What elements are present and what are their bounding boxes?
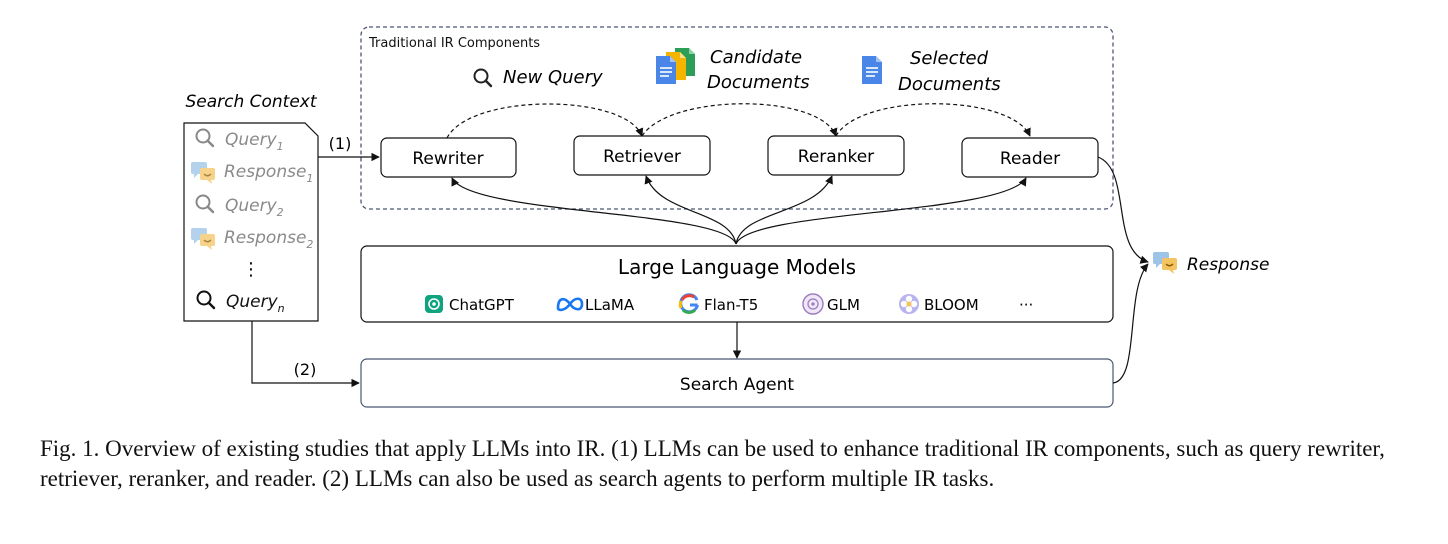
chatgpt-icon — [425, 295, 443, 313]
reader-to-response-arrow — [1097, 156, 1149, 264]
model-llama: LLaMA — [585, 296, 635, 314]
traditional-ir-region — [360, 26, 1114, 210]
llm-to-reader-arrow — [735, 177, 1027, 245]
search-context-title: Search Context — [185, 92, 317, 112]
figure-caption: Fig. 1. Overview of existing studies tha… — [40, 436, 1385, 491]
traditional-ir-label: Traditional IR Components — [368, 36, 540, 51]
context-query-2: Query2 — [225, 196, 284, 219]
agent-to-response-arrow — [1112, 263, 1149, 384]
llm-ir-diagram: Traditional IR Components New Query Cand… — [183, 26, 1269, 408]
bloom-icon — [899, 294, 919, 314]
selected-documents-label-line2: Documents — [898, 74, 1001, 95]
context-to-agent-arrow — [251, 321, 360, 388]
component-retriever: Retriever — [573, 135, 711, 176]
new-query-label: New Query — [503, 67, 603, 88]
new-query-icon — [473, 68, 493, 88]
search-agent-label: Search Agent — [680, 375, 794, 395]
context-response-2: Response2 — [224, 228, 313, 251]
component-rewriter-label: Rewriter — [412, 149, 483, 169]
response-label: Response — [1187, 255, 1269, 275]
retriever-to-reranker-arrow — [641, 103, 838, 137]
component-retriever-label: Retriever — [603, 147, 681, 167]
component-reranker: Reranker — [767, 135, 905, 176]
response-chat-icon — [1152, 251, 1178, 275]
context-query-n: Queryn — [226, 292, 285, 315]
candidate-documents-icon — [655, 48, 695, 85]
models-ellipsis: ··· — [1019, 296, 1033, 314]
candidate-documents-label-line2: Documents — [707, 72, 810, 93]
context-ellipsis: ⋮ — [242, 259, 260, 280]
candidate-documents-label-line1: Candidate — [710, 47, 802, 68]
context-query-1: Query1 — [225, 130, 284, 153]
llm-to-rewriter-arrow — [451, 177, 737, 245]
llama-meta-icon — [556, 297, 584, 312]
model-bloom: BLOOM — [924, 296, 979, 314]
model-glm: GLM — [827, 296, 860, 314]
selected-documents-icon — [861, 55, 883, 85]
llm-to-retriever-arrow — [644, 175, 737, 245]
selected-documents-label-line1: Selected — [910, 48, 989, 69]
component-reranker-label: Reranker — [798, 147, 874, 167]
llm-to-reranker-arrow — [735, 175, 833, 245]
reranker-to-reader-arrow — [835, 103, 1031, 137]
arrow-label-1: (1) — [329, 134, 352, 153]
component-rewriter: Rewriter — [380, 137, 517, 178]
model-flan-t5: Flan-T5 — [704, 296, 758, 314]
component-reader: Reader — [961, 137, 1099, 178]
glm-icon — [802, 293, 824, 315]
rewriter-to-retriever-arrow — [446, 103, 644, 139]
google-icon — [678, 293, 699, 314]
model-chatgpt: ChatGPT — [449, 296, 515, 314]
arrow-label-2: (2) — [294, 360, 317, 379]
llm-title: Large Language Models — [618, 255, 856, 279]
search-context-panel — [183, 122, 319, 322]
context-response-1: Response1 — [224, 162, 313, 185]
component-reader-label: Reader — [1000, 149, 1060, 169]
